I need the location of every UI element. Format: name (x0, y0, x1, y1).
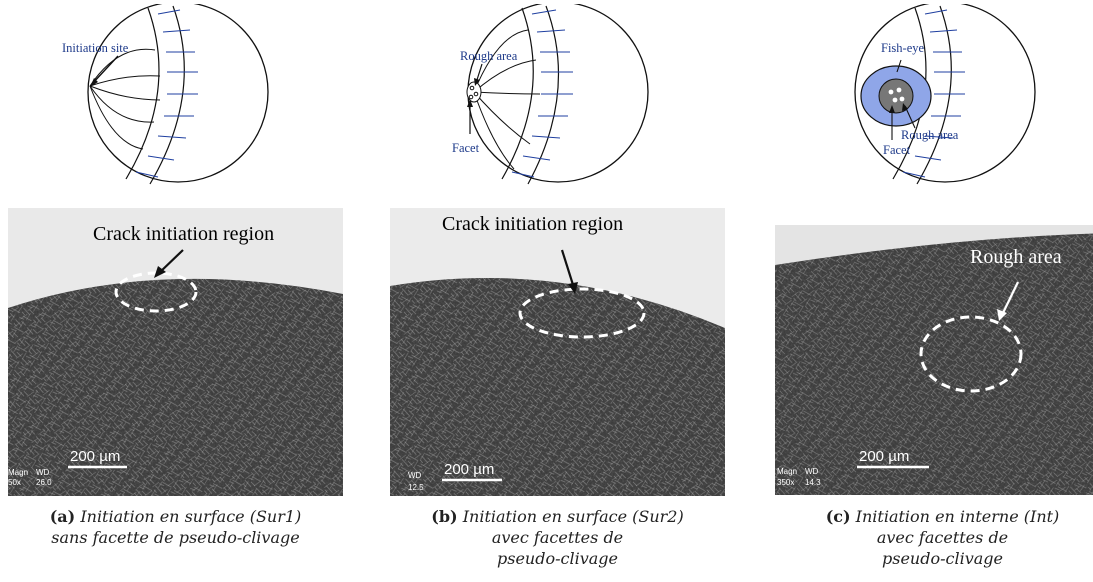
caption-b: (b) Initiation en surface (Sur2) avec fa… (390, 506, 725, 569)
info-wd: WD (36, 468, 50, 477)
info-mag-value: 350x (777, 478, 794, 487)
rough-area-annotation: Rough area (970, 246, 1062, 268)
facet-label: Facet (883, 143, 911, 157)
caption-letter: (a) (49, 507, 76, 526)
caption-line-2: avec facettes de (876, 528, 1009, 547)
initiation-site-label: Initiation site (62, 41, 129, 55)
sem-fractograph-a: Crack initiation region 200 µm Magn WD 5… (8, 208, 343, 496)
panel-a: Initiation site Crack initiation region … (8, 0, 343, 582)
schematic-surface-initiation: Initiation site (62, 4, 269, 185)
caption-line-1: Initiation en surface (Sur1) (80, 507, 302, 526)
rough-area-label: Rough area (901, 128, 959, 142)
caption-line-3: pseudo-clivage (497, 549, 618, 568)
caption-letter: (b) (431, 507, 458, 526)
caption-line-2: sans facette de pseudo-clivage (51, 528, 300, 547)
panel-b: Rough area Facet Crack initiation region… (390, 0, 725, 582)
crack-initiation-label: Crack initiation region (93, 223, 274, 245)
info-magn: Magn (777, 467, 797, 476)
info-wd: WD (408, 471, 422, 480)
sem-fractograph-c: Rough area 200 µm Magn WD 350x 14.3 (775, 225, 1093, 495)
info-mag-value: 50x (8, 478, 21, 487)
schematic-rough-area-initiation: Rough area Facet (452, 4, 649, 185)
caption-c: (c) Initiation en interne (Int) avec fac… (775, 506, 1093, 569)
panel-c: Fish-eye Rough area Facet Rough area 200… (775, 0, 1093, 582)
scale-bar-label: 200 µm (444, 461, 494, 478)
info-wd-value: 12.5 (408, 483, 424, 492)
info-wd: WD (805, 467, 819, 476)
info-magn: Magn (8, 468, 28, 477)
rough-area-label: Rough area (460, 49, 518, 63)
sem-fractograph-b: Crack initiation region 200 µm WD 12.5 (390, 208, 725, 496)
info-wd-value: 14.3 (805, 478, 821, 487)
scale-bar-label: 200 µm (859, 448, 909, 465)
facet-label: Facet (452, 141, 480, 155)
caption-line-3: pseudo-clivage (882, 549, 1003, 568)
caption-line-1: Initiation en interne (Int) (855, 507, 1060, 526)
info-wd-value: 26.0 (36, 478, 52, 487)
caption-line-2: avec facettes de (491, 528, 624, 547)
crack-initiation-label: Crack initiation region (442, 213, 623, 235)
caption-letter: (c) (825, 507, 851, 526)
caption-a: (a) Initiation en surface (Sur1) sans fa… (8, 506, 343, 548)
caption-line-1: Initiation en surface (Sur2) (462, 507, 684, 526)
fish-eye-label: Fish-eye (881, 41, 925, 55)
schematic-fish-eye-initiation: Fish-eye Rough area Facet (854, 4, 1036, 185)
scale-bar-label: 200 µm (70, 448, 120, 465)
